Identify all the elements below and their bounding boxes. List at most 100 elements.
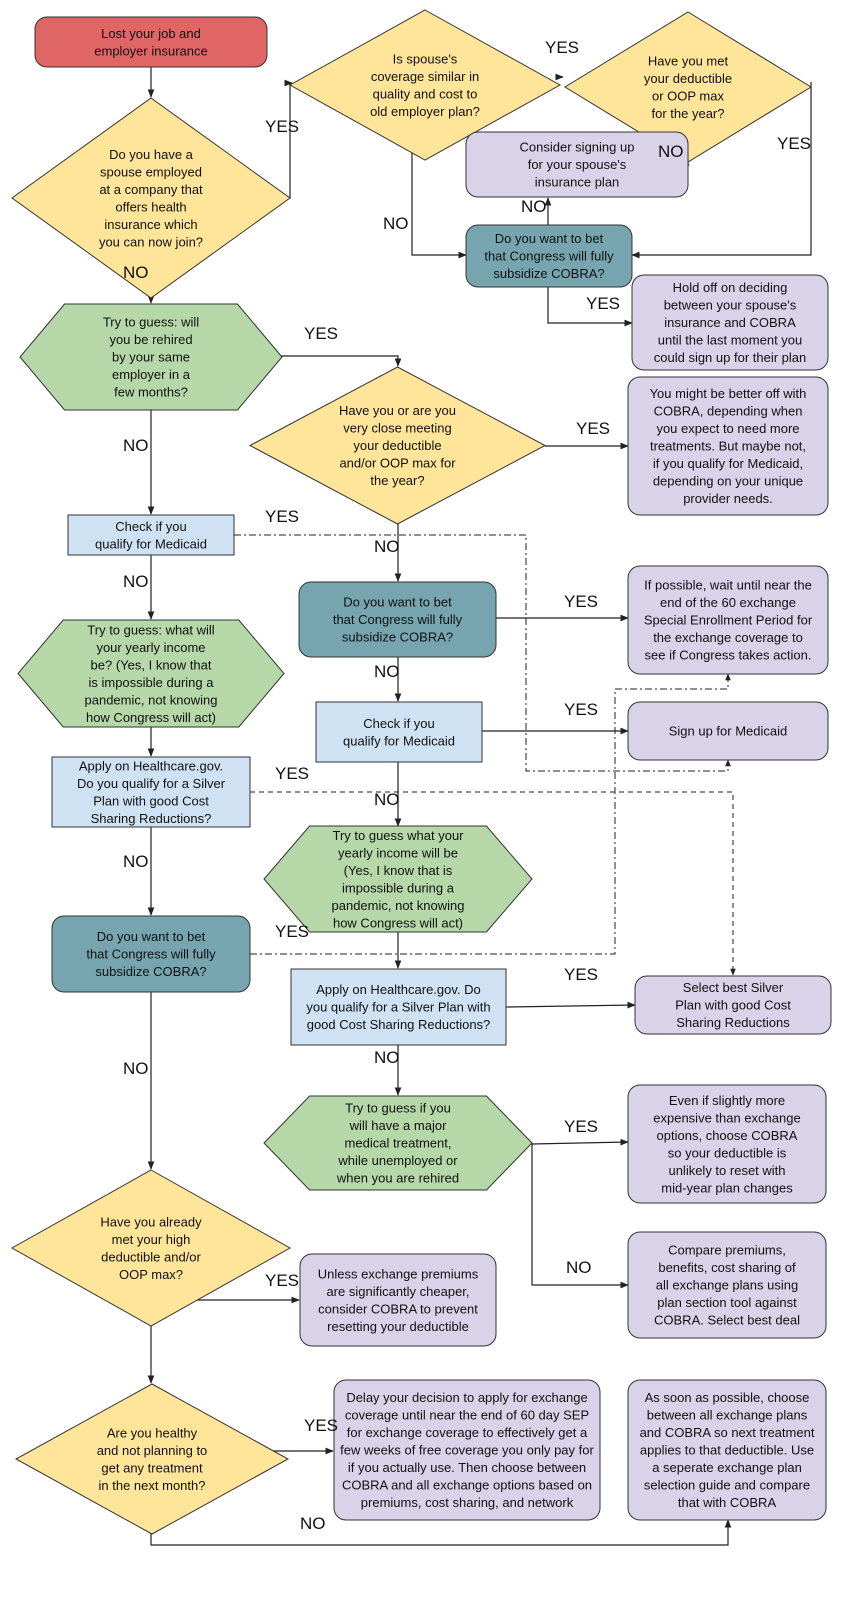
decision-shape [11,97,291,299]
outcome-shape [631,274,829,371]
node-signup-medicaid: Sign up for Medicaid [627,701,829,761]
outcome-shape [634,975,832,1035]
outcome-shape [627,1231,827,1339]
edge-healthy-to-asap [150,1517,732,1546]
edge-label-no: NO [300,1514,326,1533]
outcome-shape [627,565,829,675]
start-shape [34,16,268,68]
edge-spouse-cov-to-bet-top [411,141,467,259]
node-text: Delay your decision to apply for exchang… [340,1390,594,1510]
edge-label-no: NO [123,852,149,871]
edge-label-yes: YES [545,38,579,57]
outcome-shape [627,376,829,516]
edge-label-no: NO [383,214,409,233]
decision-shape [10,1169,292,1327]
outcome-shape [465,131,689,198]
edge-label-yes: YES [564,1117,598,1136]
edge-label-no: NO [374,790,400,809]
edge-label-no: NO [123,572,149,591]
node-apply-left: Apply on Healthcare.gov.Do you qualify f… [51,756,251,828]
bet-shape [465,224,633,288]
action-shape [290,968,507,1046]
edge-label-no: NO [123,1059,149,1078]
edge-rehired-to-close-ded [260,355,402,367]
edge-label-yes: YES [777,134,811,153]
guess-shape [19,303,283,411]
edge-label-yes: YES [586,294,620,313]
edge-major-treat-to-choose-cobra [531,1138,629,1146]
edge-bet-left-to-wait-sep [250,673,731,955]
outcome-shape [333,1379,601,1521]
edge-bet-top-to-hold-off [547,287,633,327]
action-shape [51,756,251,828]
outcome-shape [627,1379,827,1521]
outcome-shape [627,1084,827,1204]
edge-label-no: NO [374,662,400,681]
edge-medicaid-left-to-signup-medicaid [234,534,731,772]
decision-shape [14,1383,290,1535]
edge-apply-left-to-silver [250,791,736,976]
node-text: Compare premiums,benefits, cost sharing … [654,1243,800,1328]
edge-label-yes: YES [304,1416,338,1435]
edge-label-yes: YES [304,324,338,343]
bet-shape [51,915,251,993]
node-compare: Compare premiums,benefits, cost sharing … [627,1231,827,1339]
edge-major-treat-to-compare [531,1144,629,1289]
edge-label-yes: YES [564,965,598,984]
action-shape [315,701,483,763]
guess-shape [263,1095,533,1191]
guess-shape [17,619,285,728]
edge-label-yes: YES [576,419,610,438]
edge-spouse-q-to-spouse-cov [270,79,293,199]
edge-label-yes: YES [265,117,299,136]
edge-label-yes: YES [564,592,598,611]
edge-label-yes: YES [564,700,598,719]
edge-label-no: NO [658,142,684,161]
outcome-shape [627,701,829,761]
guess-shape [263,825,533,933]
node-delay: Delay your decision to apply for exchang… [333,1379,601,1521]
bet-shape [298,581,497,658]
edge-apply-mid-to-silver [505,1001,636,1009]
node-text: Apply on Healthcare.gov.Do you qualify f… [77,758,226,826]
